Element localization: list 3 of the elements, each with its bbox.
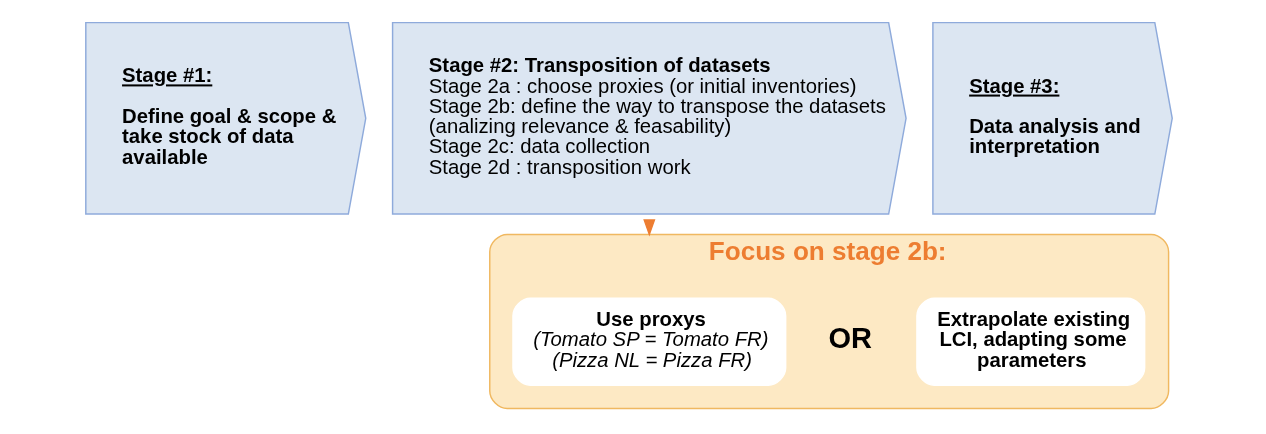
node-box: Use proxys (Tomato SP = Tomato FR) (Pizza NL = Pizza FR) [512,297,787,386]
node-box: Extrapolate existing LCI, adapting some parameters [916,297,1146,386]
label: OR [828,321,872,354]
